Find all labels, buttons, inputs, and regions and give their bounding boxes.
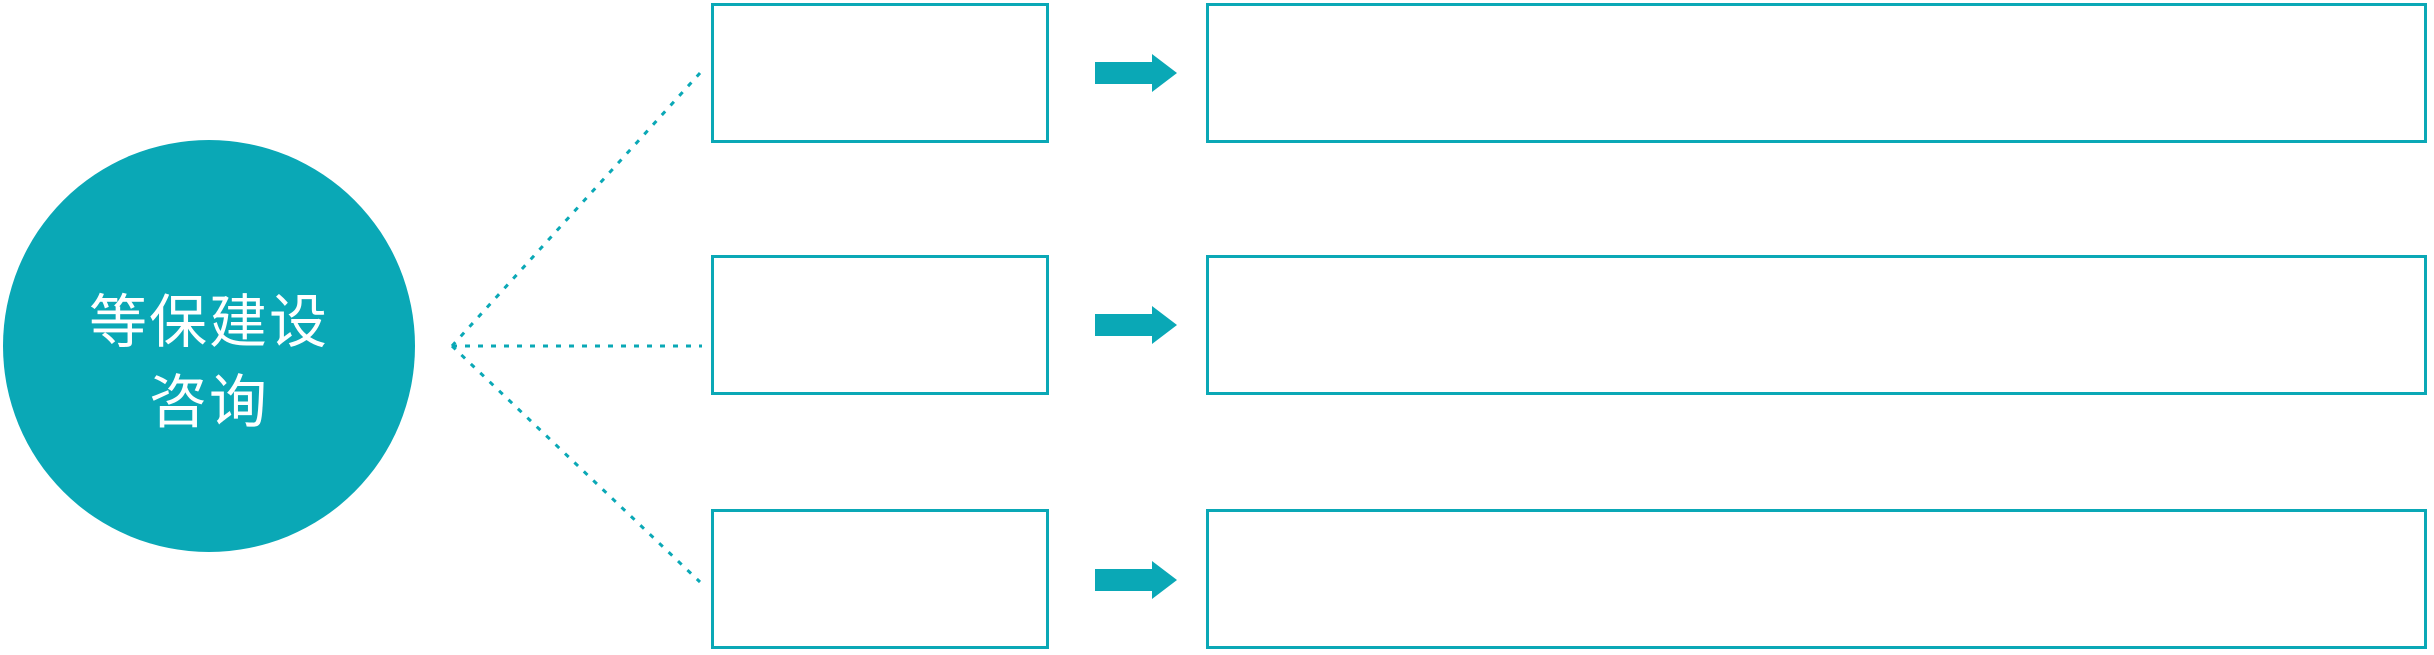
branch-3-target-box [1206, 509, 2427, 649]
branch-3-source-box [711, 509, 1049, 649]
right-arrow-icon-branch-2 [1095, 306, 1177, 344]
right-arrow-icon-branch-1 [1095, 54, 1177, 92]
dotted-connector-branch-3 [450, 344, 702, 584]
dotted-connector-branch-1 [450, 71, 702, 348]
branch-1-source-box [711, 3, 1049, 143]
root-node-circle: 等保建设 咨询 [3, 140, 415, 552]
branch-1-target-box [1206, 3, 2427, 143]
root-node-label-line2: 咨询 [148, 370, 269, 435]
branch-2-source-box [711, 255, 1049, 395]
right-arrow-icon-branch-3 [1095, 561, 1177, 599]
branch-2-target-box [1206, 255, 2427, 395]
root-node-label-line1: 等保建设 [88, 290, 329, 355]
